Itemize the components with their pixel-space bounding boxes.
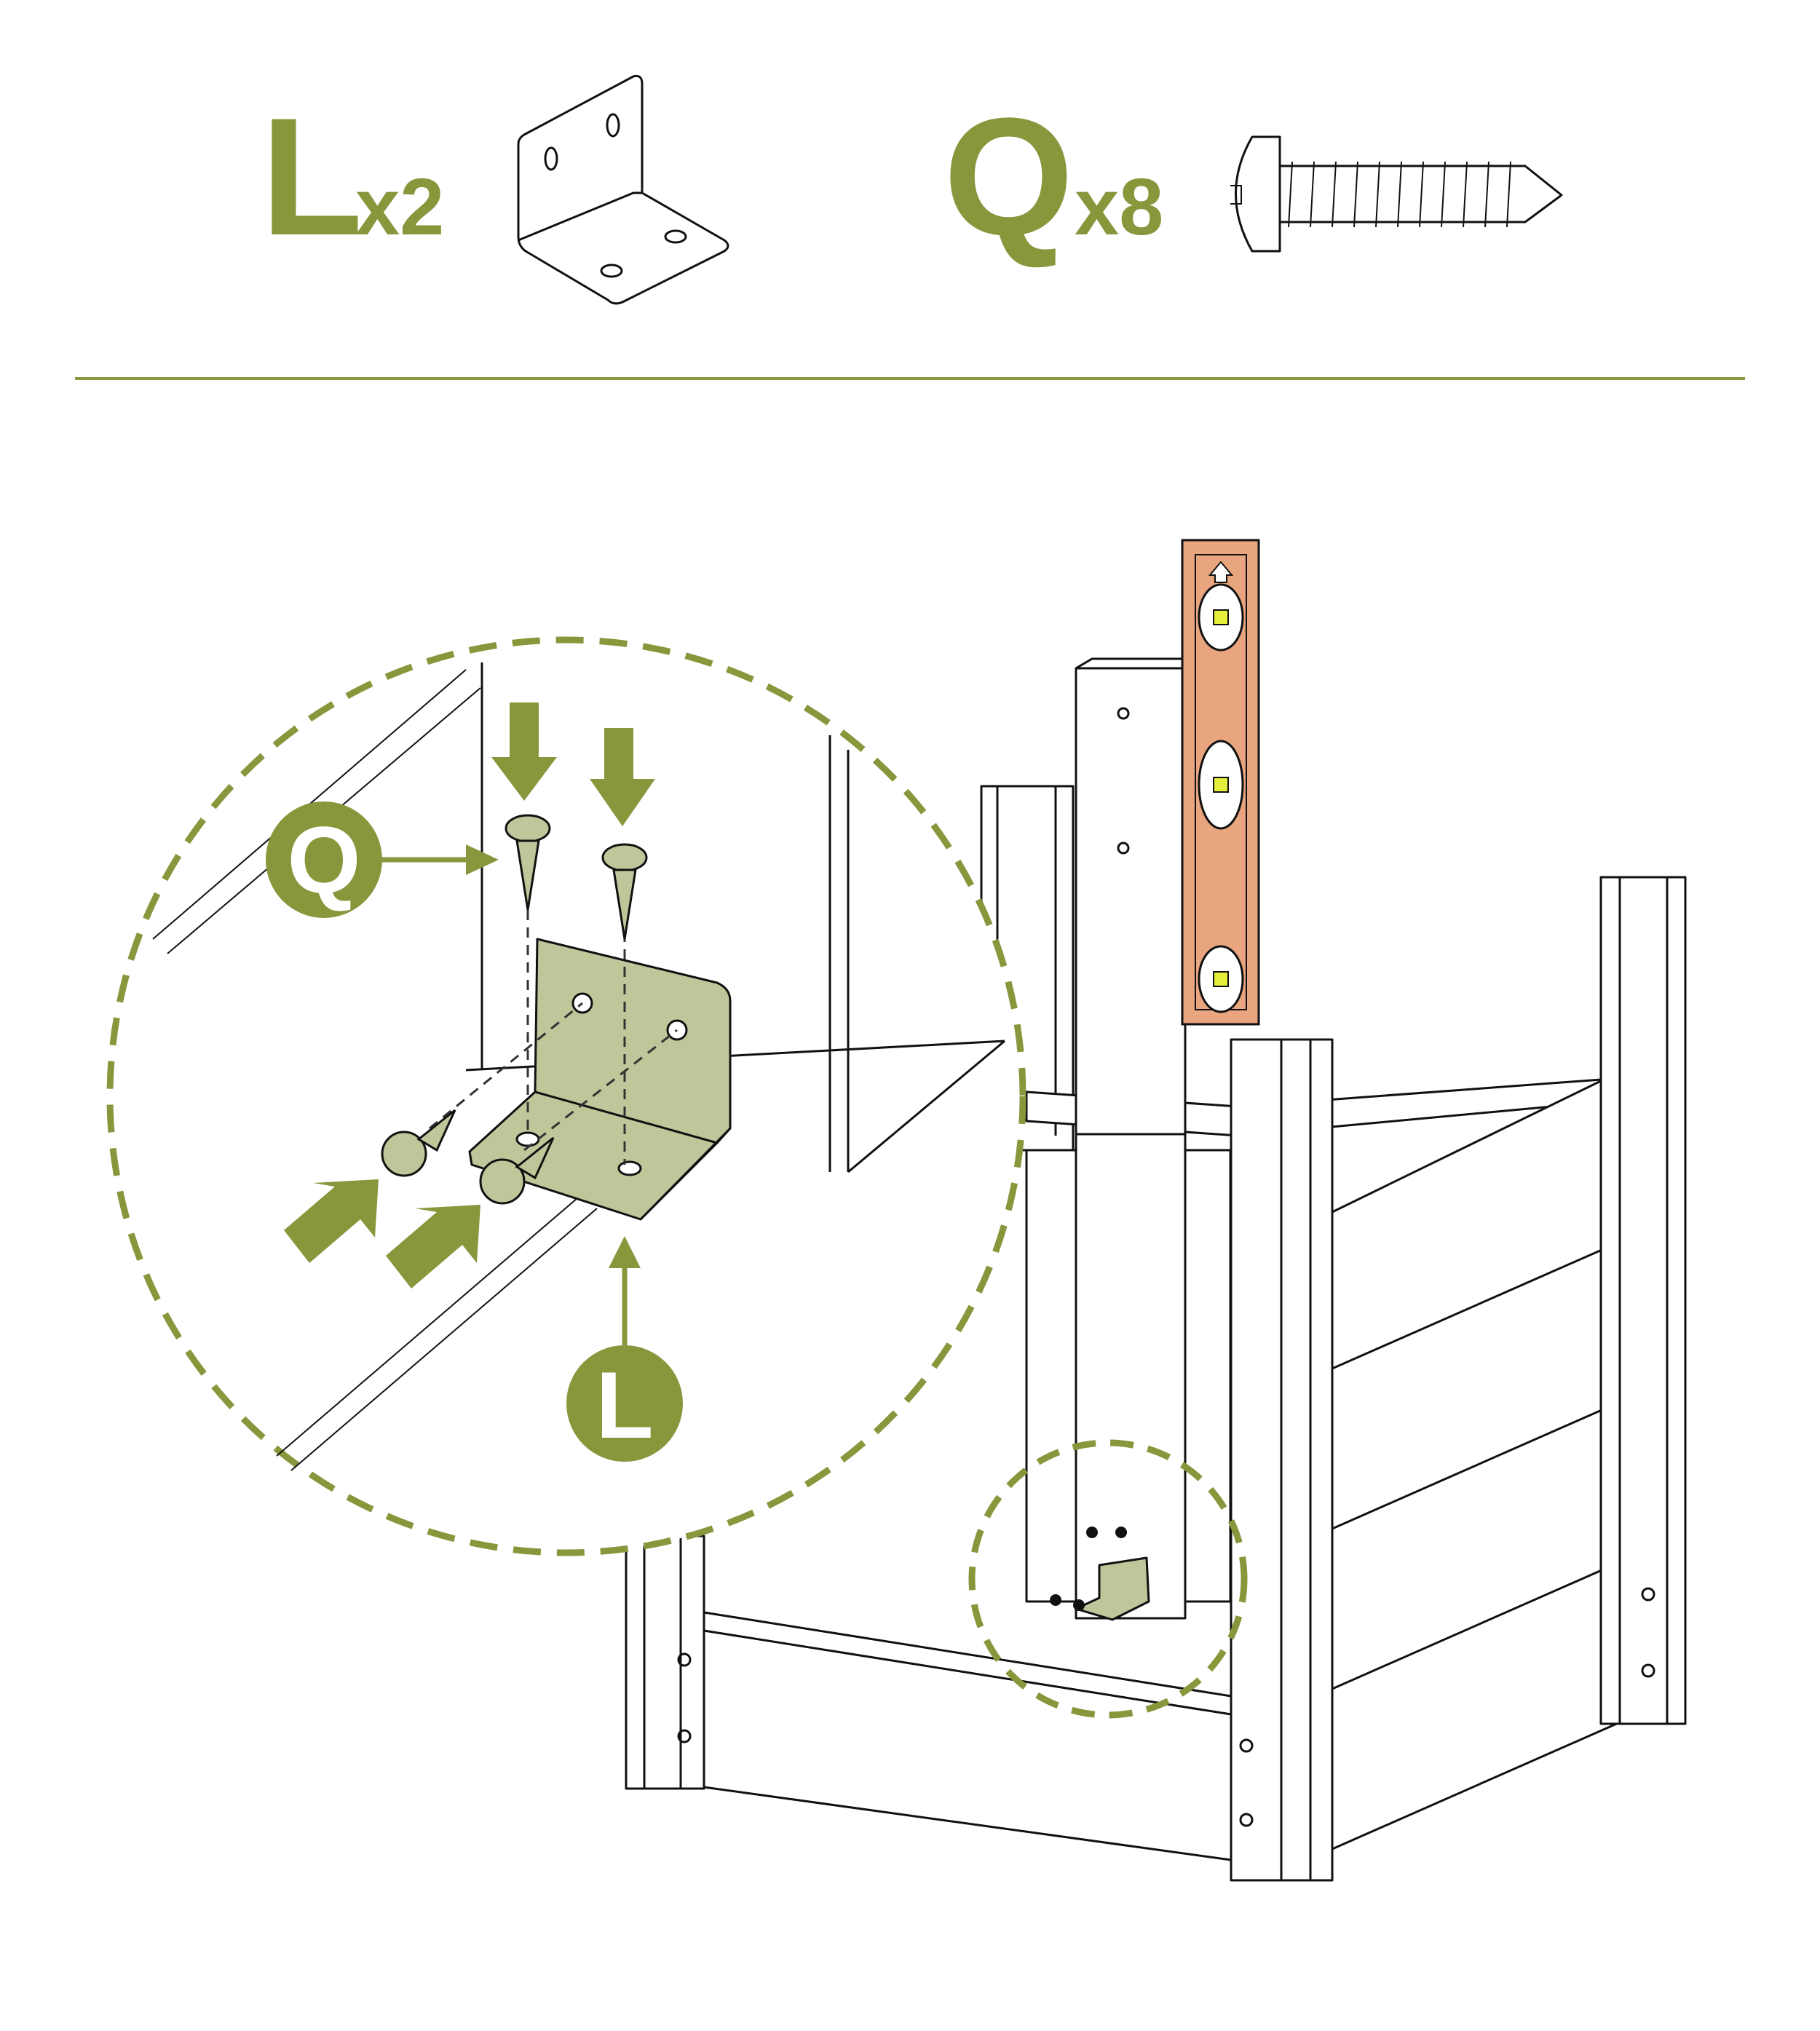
bracket-callout-badge: L — [566, 1236, 683, 1462]
detail-marker-small — [968, 1439, 1248, 1719]
planter-box — [625, 539, 1687, 1882]
back-right-post — [1599, 876, 1687, 1725]
svg-text:L: L — [596, 1352, 653, 1458]
part-l-letter: L — [261, 83, 363, 270]
l-bracket-part — [468, 938, 732, 1221]
arrow-icon — [284, 702, 655, 1288]
part-q-letter: Q — [943, 83, 1074, 270]
part-l-header: L x2 Q x8 — [261, 75, 1563, 305]
spirit-level-icon — [1181, 539, 1260, 1026]
l-bracket-icon — [517, 75, 729, 305]
front-left-post — [625, 1535, 705, 1790]
svg-text:Q: Q — [287, 807, 360, 913]
screw-part — [381, 814, 648, 1205]
screw-icon — [1230, 135, 1563, 253]
part-q-quantity: x8 — [1075, 162, 1163, 252]
center-post — [1075, 667, 1187, 1136]
front-panel — [703, 1611, 1233, 1861]
detail-zoom-circle: Q L — [106, 636, 1026, 1556]
part-l-quantity: x2 — [355, 162, 444, 252]
screw-callout-badge: Q — [266, 801, 499, 918]
right-side-panel — [1331, 1061, 1639, 1850]
